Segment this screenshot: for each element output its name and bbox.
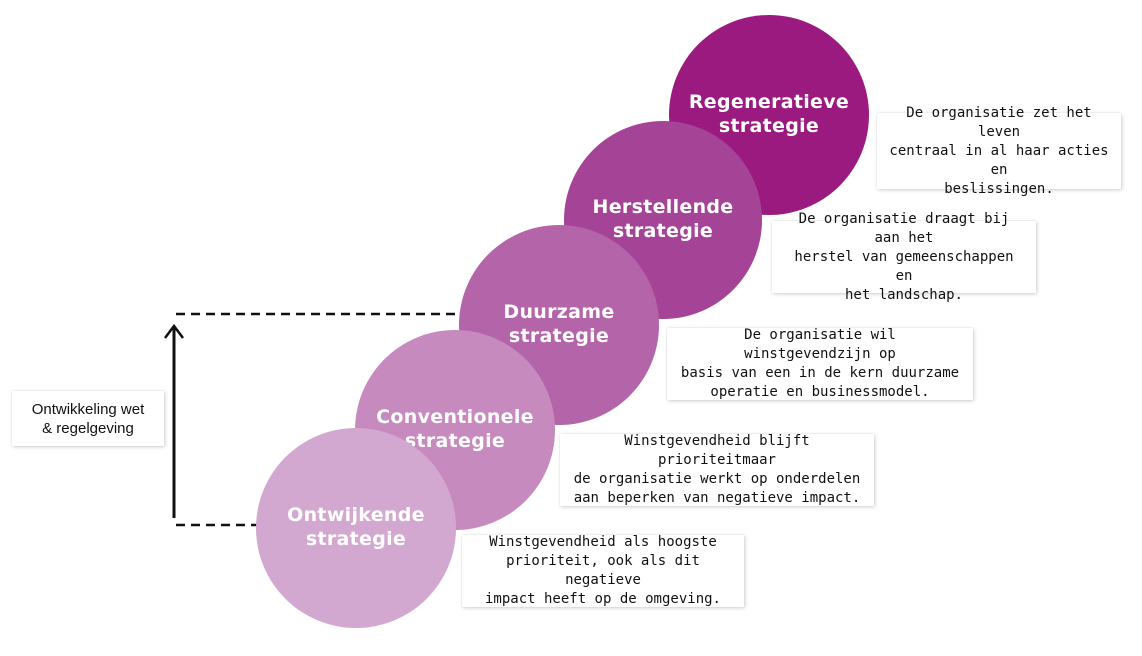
description-text: De organisatie zet het leven centraal in… [889,104,1109,197]
stage-description-duurzame: De organisatie wil winstgevendzijn op ba… [667,327,973,400]
stage-title: Regeneratieve strategie [688,91,850,137]
description-text: Winstgevendheid als hoogste prioriteit, … [484,534,721,607]
stage-title: Duurzame strategie [503,301,615,347]
stage-title: Ontwijkende strategie [287,504,425,550]
description-text: Winstgevendheid blijft prioriteitmaar de… [573,433,861,506]
arrow-head-icon [164,323,184,339]
regulation-label-text: Ontwikkeling wet & regelgeving [31,400,145,437]
description-text: De organisatie draagt bij aan het herste… [794,210,1014,303]
regulation-label: Ontwikkeling wet & regelgeving [12,391,164,446]
description-text: De organisatie wil winstgevendzijn op ba… [680,327,960,400]
stage-title: Herstellende strategie [592,196,734,242]
stage-description-conventionele: Winstgevendheid blijft prioriteitmaar de… [560,433,874,506]
stage-circle-ontwijkende: Ontwijkende strategie [256,428,456,628]
stage-description-ontwijkende: Winstgevendheid als hoogste prioriteit, … [462,534,744,607]
stage-description-regeneratieve: De organisatie zet het leven centraal in… [877,105,1121,197]
stage-title: Conventionele strategie [376,406,534,452]
stage-description-herstellende: De organisatie draagt bij aan het herste… [772,211,1036,303]
